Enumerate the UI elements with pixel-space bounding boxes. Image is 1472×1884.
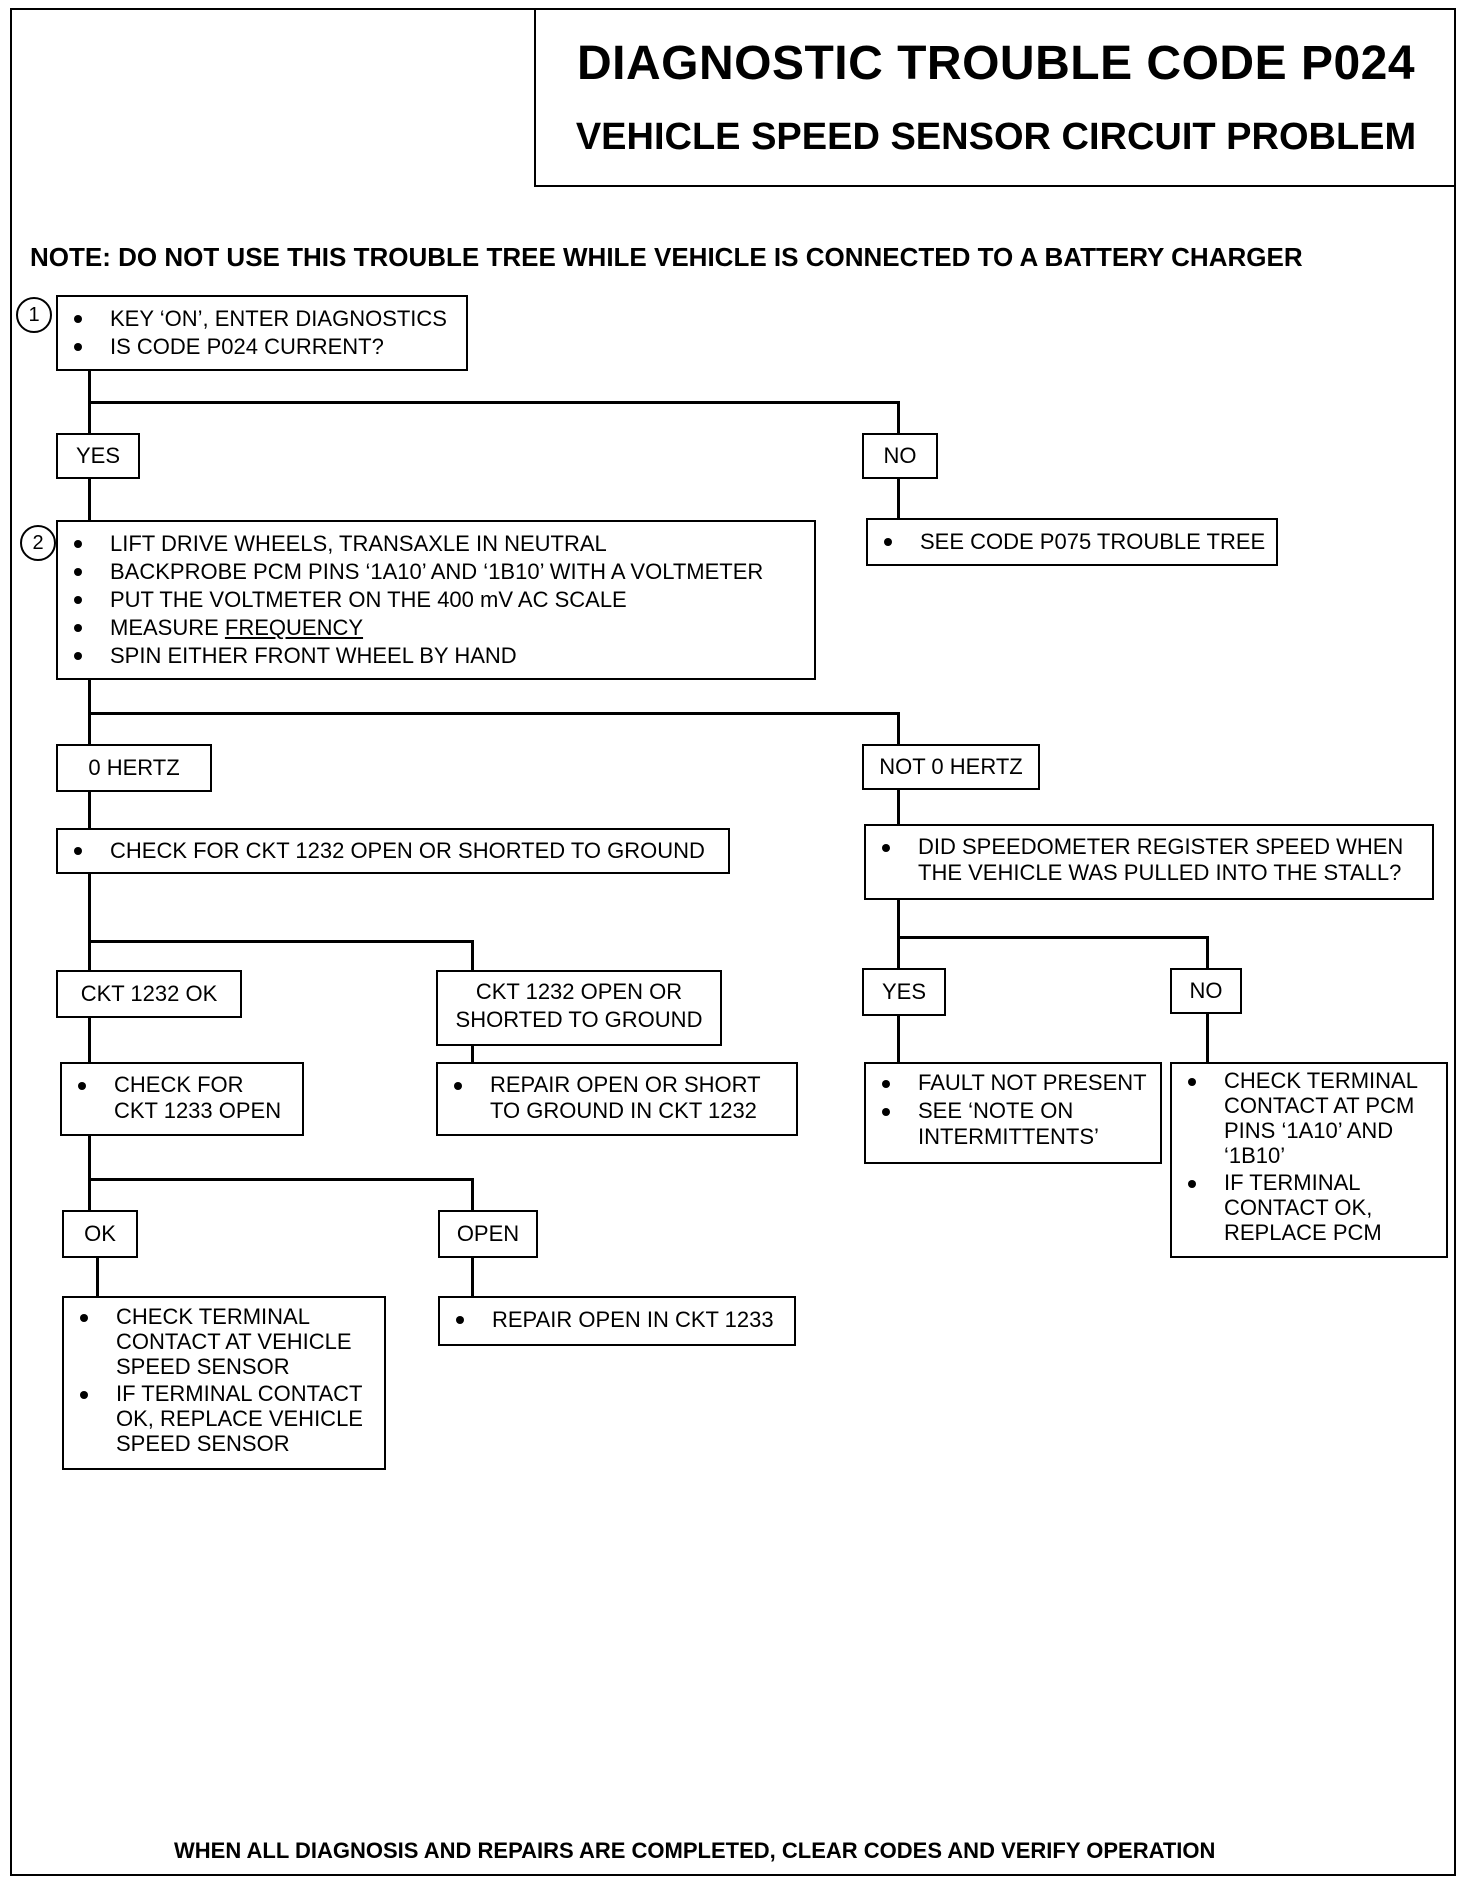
connector <box>1206 936 1209 970</box>
connector <box>471 1256 474 1302</box>
connector <box>88 1134 91 1212</box>
connector <box>897 401 900 435</box>
connector <box>897 476 900 520</box>
connector <box>897 896 900 970</box>
question-line: THE VEHICLE WAS PULLED INTO THE STALL? <box>918 860 1402 885</box>
no-label: NO <box>862 433 938 479</box>
connector <box>471 1178 474 1212</box>
step-2-box: LIFT DRIVE WHEELS, TRANSAXLE IN NEUTRAL … <box>56 520 816 680</box>
connector <box>88 478 91 522</box>
action-line: SEE ‘NOTE ON <box>918 1098 1074 1123</box>
connector <box>88 712 900 715</box>
measure-emphasis: FREQUENCY <box>224 615 364 640</box>
ok-label: OK <box>62 1210 138 1258</box>
list-item: IF TERMINAL CONTACT OK, REPLACE VEHICLE … <box>64 1381 384 1456</box>
measure-text: MEASURE <box>110 615 225 640</box>
action-line: CHECK TERMINAL <box>116 1304 310 1329</box>
connector <box>1206 1012 1209 1064</box>
connector <box>897 712 900 746</box>
action-line: SPEED SENSOR <box>116 1354 290 1379</box>
action-line: REPLACE PCM <box>1224 1220 1382 1245</box>
page-subtitle: VEHICLE SPEED SENSOR CIRCUIT PROBLEM <box>575 116 1417 158</box>
not-zero-hertz-label: NOT 0 HERTZ <box>862 744 1040 790</box>
connector <box>897 788 900 828</box>
action-line: ‘1B10’ <box>1224 1143 1286 1168</box>
list-item: LIFT DRIVE WHEELS, TRANSAXLE IN NEUTRAL <box>58 530 814 558</box>
connector <box>471 940 474 974</box>
list-item: DID SPEEDOMETER REGISTER SPEED WHEN THE … <box>866 834 1432 886</box>
page-frame <box>10 8 1456 1876</box>
connector <box>88 940 474 943</box>
connector <box>88 1178 474 1181</box>
action-line: TO GROUND IN CKT 1232 <box>490 1098 757 1123</box>
connector <box>88 790 91 830</box>
list-item: SEE CODE P075 TROUBLE TREE <box>868 528 1276 556</box>
action-line: CONTACT AT VEHICLE <box>116 1329 352 1354</box>
step-1-box: KEY ‘ON’, ENTER DIAGNOSTICS IS CODE P024… <box>56 295 468 371</box>
action-line: CHECK TERMINAL <box>1224 1068 1418 1093</box>
action-line: IF TERMINAL <box>1224 1170 1361 1195</box>
check-ckt1233-box: CHECK FOR CKT 1233 OPEN <box>60 1062 304 1136</box>
footer-instruction: WHEN ALL DIAGNOSIS AND REPAIRS ARE COMPL… <box>174 1838 1216 1863</box>
action-line: CHECK FOR <box>114 1072 244 1097</box>
open-label: OPEN <box>438 1210 538 1258</box>
connector <box>88 401 900 404</box>
list-item: SEE ‘NOTE ON INTERMITTENTS’ <box>866 1098 1160 1150</box>
action-line: REPAIR OPEN OR SHORT <box>490 1072 761 1097</box>
list-item: REPAIR OPEN OR SHORT TO GROUND IN CKT 12… <box>438 1072 796 1124</box>
list-item: SPIN EITHER FRONT WHEEL BY HAND <box>58 642 814 670</box>
ckt1232-open-label: CKT 1232 OPEN OR SHORTED TO GROUND <box>436 970 722 1046</box>
label-line: SHORTED TO GROUND <box>455 1007 703 1032</box>
label-line: CKT 1232 OPEN OR <box>475 979 683 1004</box>
list-item: CHECK TERMINAL CONTACT AT PCM PINS ‘1A10… <box>1172 1068 1446 1168</box>
check-ckt1232-box: CHECK FOR CKT 1232 OPEN OR SHORTED TO GR… <box>56 828 730 874</box>
yes-label: YES <box>56 433 140 479</box>
list-item: CHECK FOR CKT 1233 OPEN <box>62 1072 302 1124</box>
question-line: DID SPEEDOMETER REGISTER SPEED WHEN <box>918 834 1404 859</box>
repair-ckt1233-box: REPAIR OPEN IN CKT 1233 <box>438 1296 796 1346</box>
connector <box>88 1016 91 1064</box>
action-line: CKT 1233 OPEN <box>114 1098 282 1123</box>
ckt1232-ok-label: CKT 1232 OK <box>56 970 242 1018</box>
list-item: MEASURE FREQUENCY <box>58 614 814 642</box>
connector <box>897 1014 900 1064</box>
action-line: INTERMITTENTS’ <box>918 1124 1099 1149</box>
check-pcm-terminal-box: CHECK TERMINAL CONTACT AT PCM PINS ‘1A10… <box>1170 1062 1448 1258</box>
list-item: REPAIR OPEN IN CKT 1233 <box>440 1306 794 1334</box>
list-item: FAULT NOT PRESENT <box>866 1070 1160 1096</box>
zero-hertz-label: 0 HERTZ <box>56 744 212 792</box>
fault-not-present-box: FAULT NOT PRESENT SEE ‘NOTE ON INTERMITT… <box>864 1062 1162 1164</box>
action-line: CONTACT AT PCM <box>1224 1093 1415 1118</box>
step-2-marker: 2 <box>20 525 56 561</box>
action-line: IF TERMINAL CONTACT <box>116 1381 363 1406</box>
action-line: PINS ‘1A10’ AND <box>1224 1118 1394 1143</box>
step-1-marker: 1 <box>16 297 52 333</box>
action-line: SPEED SENSOR <box>116 1431 290 1456</box>
repair-ckt1232-box: REPAIR OPEN OR SHORT TO GROUND IN CKT 12… <box>436 1062 798 1136</box>
connector <box>96 1256 99 1302</box>
check-vss-terminal-box: CHECK TERMINAL CONTACT AT VEHICLE SPEED … <box>62 1296 386 1470</box>
speedometer-question-box: DID SPEEDOMETER REGISTER SPEED WHEN THE … <box>864 824 1434 900</box>
no-label: NO <box>1170 968 1242 1014</box>
list-item: IS CODE P024 CURRENT? <box>58 333 466 361</box>
page-title: DIAGNOSTIC TROUBLE CODE P024 <box>576 37 1416 90</box>
action-line: OK, REPLACE VEHICLE <box>116 1406 363 1431</box>
title-box: DIAGNOSTIC TROUBLE CODE P024 VEHICLE SPE… <box>534 8 1456 187</box>
list-item: IF TERMINAL CONTACT OK, REPLACE PCM <box>1172 1170 1446 1245</box>
list-item: CHECK FOR CKT 1232 OPEN OR SHORTED TO GR… <box>58 837 728 865</box>
connector <box>88 870 91 974</box>
list-item: KEY ‘ON’, ENTER DIAGNOSTICS <box>58 305 466 333</box>
list-item: CHECK TERMINAL CONTACT AT VEHICLE SPEED … <box>64 1304 384 1379</box>
warning-note: NOTE: DO NOT USE THIS TROUBLE TREE WHILE… <box>30 242 1303 272</box>
connector <box>471 1044 474 1064</box>
connector <box>897 936 1209 939</box>
list-item: PUT THE VOLTMETER ON THE 400 mV AC SCALE <box>58 586 814 614</box>
list-item: BACKPROBE PCM PINS ‘1A10’ AND ‘1B10’ WIT… <box>58 558 814 586</box>
see-p075-box: SEE CODE P075 TROUBLE TREE <box>866 518 1278 566</box>
yes-label: YES <box>862 968 946 1016</box>
action-line: CONTACT OK, <box>1224 1195 1373 1220</box>
